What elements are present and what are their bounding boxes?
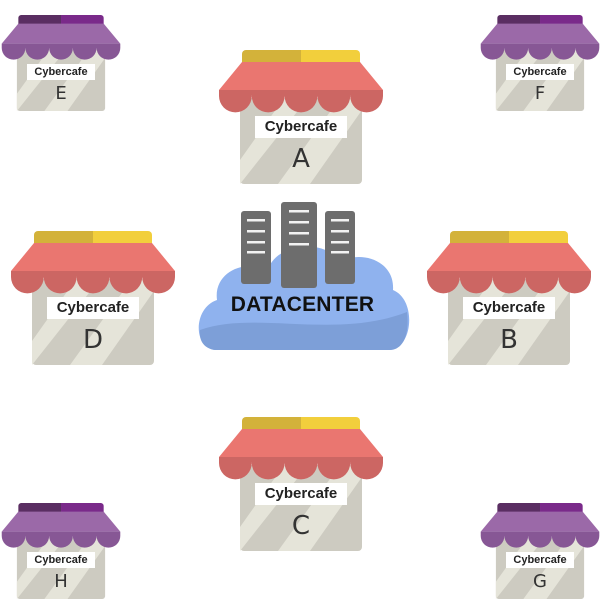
store-letter: A [292,144,310,174]
store-sign: Cybercafe [506,64,574,80]
store-sign: Cybercafe [27,64,95,80]
store-letter: B [500,325,518,355]
cybercafe-c: Cybercafe C [218,417,384,551]
cybercafe-d: Cybercafe D [10,231,176,365]
store-letter: C [291,511,311,541]
store-letter: F [534,83,546,104]
store-sign: Cybercafe [47,297,139,319]
cybercafe-f: Cybercafe F [480,15,600,111]
cloud-server-icon [198,202,410,350]
cybercafe-a: Cybercafe A [218,50,384,184]
store-sign: Cybercafe [506,552,574,568]
store-letter: D [82,325,104,355]
store-letter: E [55,83,67,104]
cybercafe-b: Cybercafe B [426,231,592,365]
store-letter: H [54,571,68,592]
store-sign: Cybercafe [27,552,95,568]
store-letter: G [533,571,547,592]
store-sign: Cybercafe [255,483,347,505]
store-sign: Cybercafe [255,116,347,138]
cybercafe-h: Cybercafe H [1,503,121,599]
datacenter-label: DATACENTER [230,293,375,316]
cybercafe-g: Cybercafe G [480,503,600,599]
cybercafe-e: Cybercafe E [1,15,121,111]
store-sign: Cybercafe [463,297,555,319]
datacenter-node: DATACENTER [195,190,410,360]
